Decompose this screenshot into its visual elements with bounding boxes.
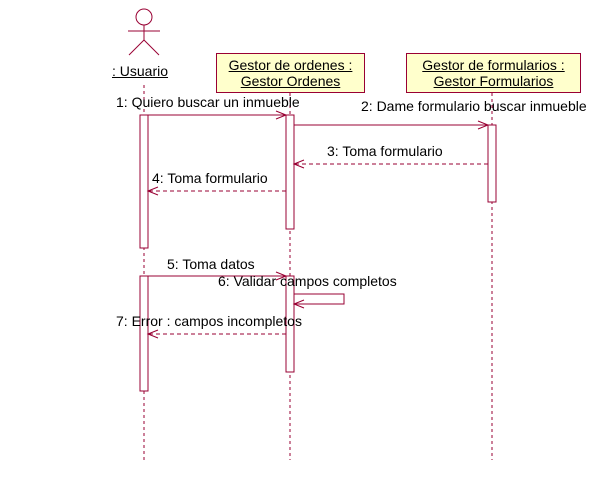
actor-name: : Usuario <box>112 63 169 79</box>
message-label-5: 5: Toma datos <box>167 256 255 272</box>
message-label-4: 4: Toma formulario <box>152 170 268 186</box>
message-label-7: 7: Error : campos incompletos <box>116 313 302 329</box>
message-arrow-6 <box>294 293 345 305</box>
object-name-line2: Gestor Ordenes <box>240 73 341 89</box>
message-label-3: 3: Toma formulario <box>327 143 443 159</box>
object-gestor-formularios: Gestor de formularios : Gestor Formulari… <box>406 53 581 93</box>
object-name-line1: Gestor de formularios : <box>422 57 565 73</box>
object-name-line1: Gestor de ordenes : <box>228 57 353 73</box>
activation-ordenes-1 <box>285 114 295 230</box>
message-label-2: 2: Dame formulario buscar inmueble <box>361 98 587 114</box>
actor-figure <box>128 8 160 56</box>
object-gestor-ordenes: Gestor de ordenes : Gestor Ordenes <box>216 53 365 93</box>
message-label-6: 6: Validar campos completos <box>218 273 397 289</box>
activation-usuario-1 <box>139 114 149 249</box>
activation-formularios-1 <box>487 124 497 203</box>
activation-ordenes-2 <box>285 275 295 373</box>
object-name-line2: Gestor Formularios <box>433 73 554 89</box>
message-label-1: 1: Quiero buscar un inmueble <box>116 94 300 110</box>
activation-usuario-2 <box>139 275 149 392</box>
